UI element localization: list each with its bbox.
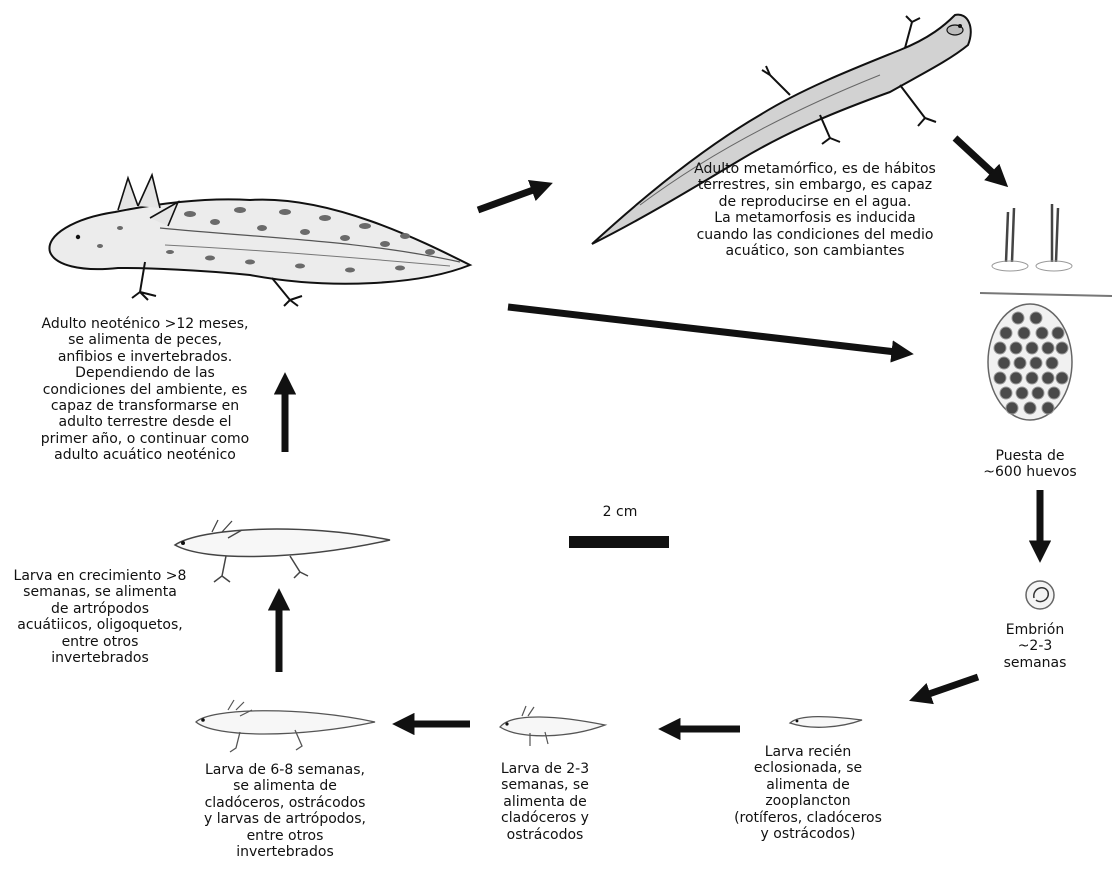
egg <box>1030 312 1042 324</box>
egg <box>1032 387 1044 399</box>
axolotl-neotenic-adult-illustration <box>49 175 470 306</box>
larva-6-8-weeks-label: Larva de 6-8 semanas, se alimenta de cla… <box>180 762 390 860</box>
growing-larva-illustration <box>175 520 390 582</box>
egg <box>1014 357 1026 369</box>
egg <box>1052 327 1064 339</box>
egg <box>1000 387 1012 399</box>
neotenic-adult-label: Adulto neoténico >12 meses, se alimenta … <box>10 316 280 464</box>
embryo-illustration <box>1026 581 1054 609</box>
egg <box>1000 327 1012 339</box>
growing-larva-label: Larva en crecimiento >8 semanas, se alim… <box>5 568 195 666</box>
aquatic-plant-stems-illustration <box>980 204 1112 296</box>
larva-6-8-weeks-illustration <box>196 700 375 752</box>
hatchling-larva-illustration <box>790 717 862 728</box>
egg <box>1006 402 1018 414</box>
arrow-neotenic-to-eggs <box>508 307 896 352</box>
egg <box>1026 372 1038 384</box>
egg-laying-label: Puesta de ~600 huevos <box>970 448 1090 481</box>
egg <box>1010 342 1022 354</box>
egg <box>1016 387 1028 399</box>
metamorphic-adult-label: Adulto metamórfico, es de hábitos terres… <box>655 161 975 259</box>
egg <box>1010 372 1022 384</box>
arrow-embryo-to-hatchling <box>926 677 978 695</box>
egg <box>994 342 1006 354</box>
scale-bar-label: 2 cm <box>590 504 650 520</box>
egg <box>1048 387 1060 399</box>
hatchling-label: Larva recién eclosionada, se alimenta de… <box>728 744 888 842</box>
egg <box>1056 372 1068 384</box>
egg <box>994 372 1006 384</box>
egg <box>1042 402 1054 414</box>
arrow-neotenic-to-metamorphic <box>478 189 536 210</box>
larva-2-3-weeks-label: Larva de 2-3 semanas, se alimenta de cla… <box>480 761 610 843</box>
egg <box>1056 342 1068 354</box>
scale-bar <box>569 536 669 548</box>
embryo-label: Embrión ~2-3 semanas <box>985 622 1085 671</box>
egg <box>1024 402 1036 414</box>
egg <box>1018 327 1030 339</box>
egg <box>1042 342 1054 354</box>
larva-2-3-weeks-illustration <box>500 706 605 746</box>
egg <box>1036 327 1048 339</box>
egg <box>1030 357 1042 369</box>
egg <box>998 357 1010 369</box>
egg <box>1042 372 1054 384</box>
egg <box>1046 357 1058 369</box>
egg <box>1012 312 1024 324</box>
egg <box>1026 342 1038 354</box>
egg-cluster-illustration <box>988 304 1072 420</box>
